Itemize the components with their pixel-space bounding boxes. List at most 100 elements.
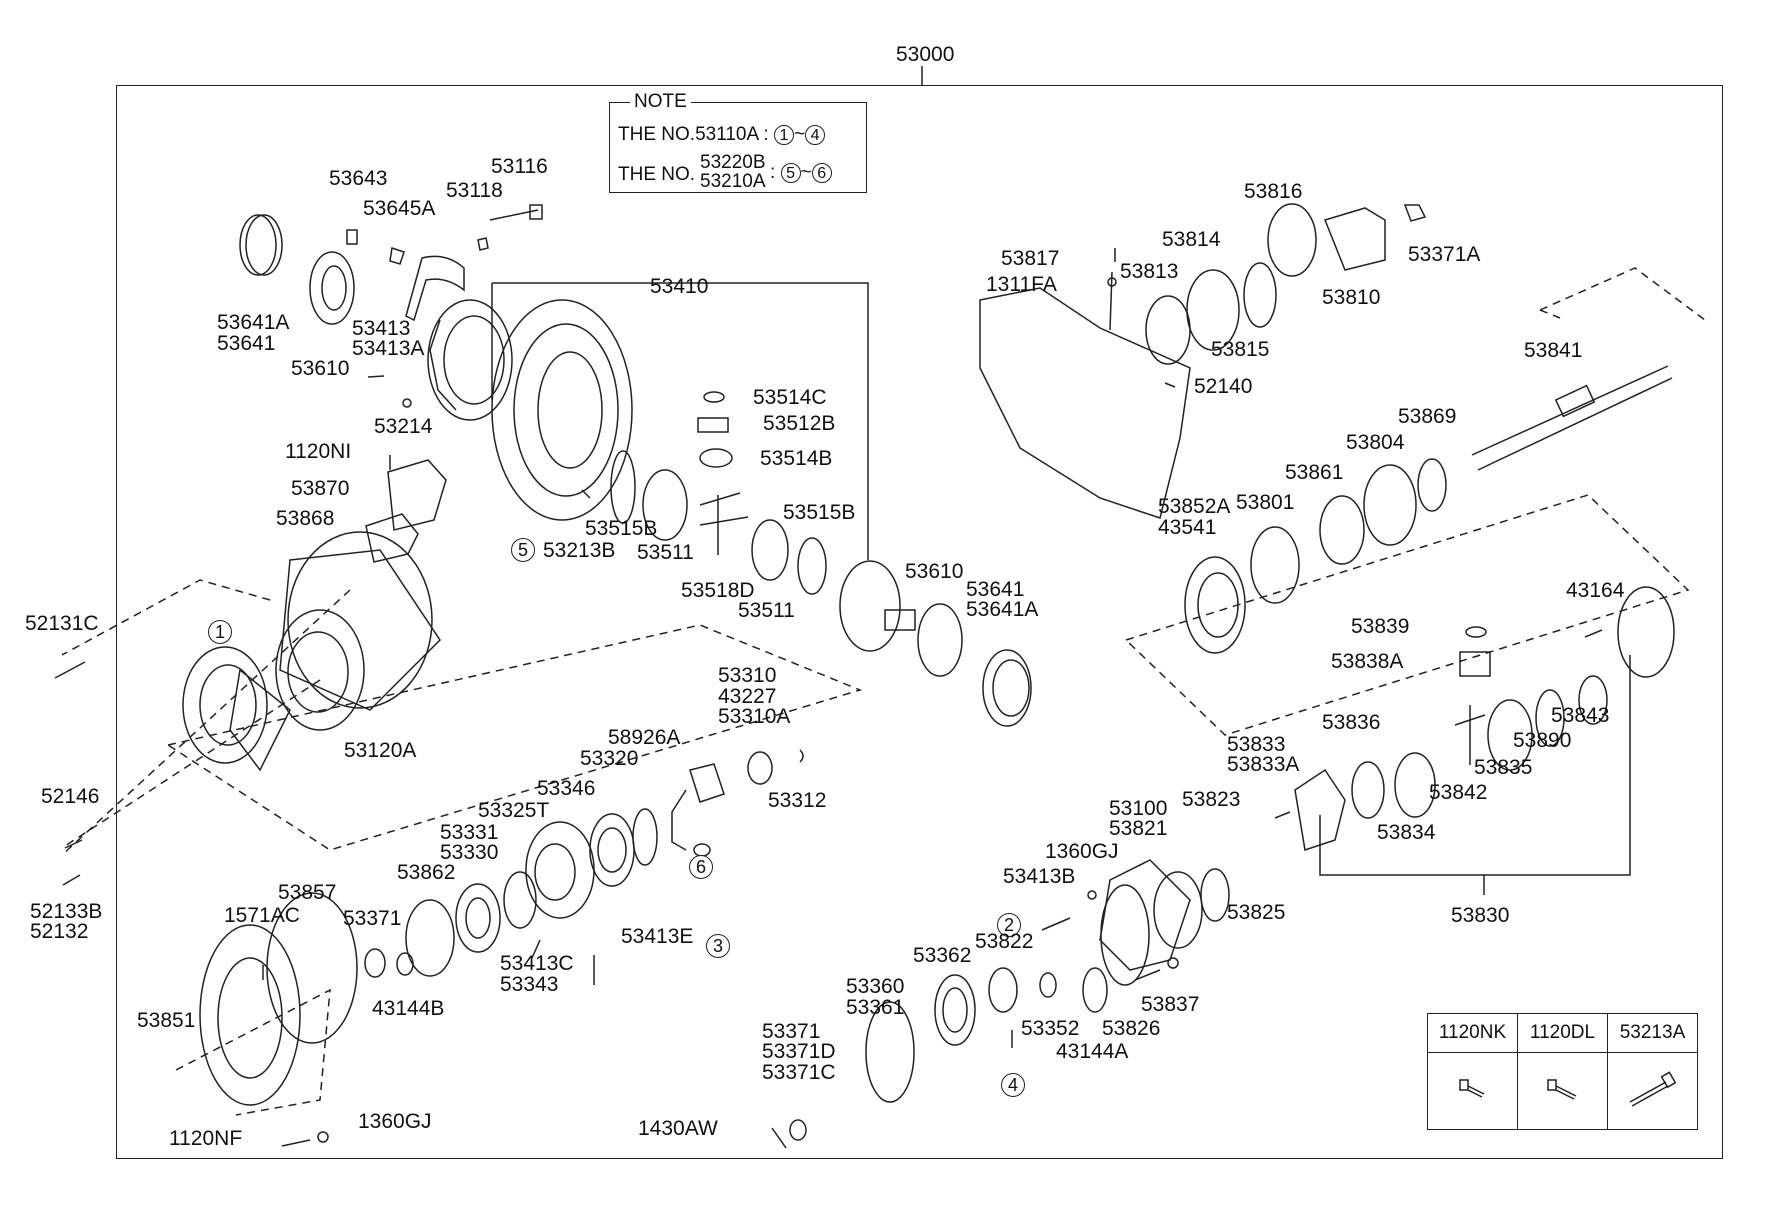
part-label[interactable]: 53515B	[585, 517, 658, 540]
part-label[interactable]: 1360GJ	[358, 1110, 432, 1133]
part-label[interactable]: 53610	[291, 357, 350, 380]
part-label[interactable]: 53515B	[783, 501, 856, 524]
part-label[interactable]: 53514C	[753, 386, 827, 409]
part-label[interactable]: 53861	[1285, 461, 1344, 484]
part-label[interactable]: 53213B	[543, 539, 616, 562]
part-label[interactable]: 53841	[1524, 339, 1583, 362]
part-label[interactable]: 52131C	[25, 612, 99, 635]
part-label[interactable]: 53645A	[363, 197, 436, 220]
part-label[interactable]: 53511	[637, 541, 694, 564]
part-label[interactable]: 1360GJ	[1045, 840, 1119, 863]
part-label[interactable]: 43227	[718, 685, 777, 708]
part-label[interactable]: 53815	[1211, 338, 1270, 361]
part-label[interactable]: 53822	[975, 930, 1034, 953]
part-label[interactable]: 53833	[1227, 733, 1286, 756]
note-row-2-part-b[interactable]: 53210A	[700, 171, 766, 192]
part-label[interactable]: 58926A	[608, 726, 681, 749]
part-label[interactable]: 53801	[1236, 491, 1295, 514]
part-label[interactable]: 53821	[1109, 817, 1168, 840]
part-label[interactable]: 53118	[446, 179, 503, 202]
part-label[interactable]: 53870	[291, 477, 350, 500]
part-label[interactable]: 1430AW	[638, 1117, 718, 1140]
part-label[interactable]: 53310	[718, 664, 777, 687]
part-label[interactable]: 53641A	[966, 598, 1039, 621]
part-label[interactable]: 52146	[41, 785, 100, 808]
part-label[interactable]: 53371A	[1408, 243, 1481, 266]
legend-col-53213A[interactable]: 53213A	[1608, 1014, 1697, 1129]
part-label[interactable]: 53823	[1182, 788, 1241, 811]
legend-col-1120DL[interactable]: 1120DL	[1518, 1014, 1608, 1129]
part-label[interactable]: 53862	[397, 861, 456, 884]
part-label[interactable]: 53325T	[478, 799, 550, 822]
part-label[interactable]: 53346	[537, 777, 596, 800]
part-label[interactable]: 53410	[650, 275, 709, 298]
part-label[interactable]: 53320	[580, 747, 639, 770]
part-label[interactable]: 53512B	[763, 412, 836, 435]
part-label[interactable]: 53641	[217, 332, 276, 355]
part-label[interactable]: 53310A	[718, 705, 791, 728]
part-label[interactable]: 53514B	[760, 447, 833, 470]
part-label[interactable]: 53116	[491, 155, 548, 178]
part-label[interactable]: 43164	[1566, 579, 1625, 602]
part-label[interactable]: 1571AC	[224, 904, 300, 927]
part-label[interactable]: 1120NI	[285, 440, 352, 463]
part-label[interactable]: 53839	[1351, 615, 1410, 638]
part-label[interactable]: 53610	[905, 560, 964, 583]
part-label[interactable]: 53371	[343, 907, 402, 930]
part-label[interactable]: 53890	[1513, 729, 1572, 752]
part-label[interactable]: 43144B	[372, 997, 445, 1020]
part-label[interactable]: 52132	[30, 920, 89, 943]
part-label[interactable]: 53825	[1227, 901, 1286, 924]
part-label[interactable]: 53312	[768, 789, 827, 812]
part-label[interactable]: 53518D	[681, 579, 755, 602]
part-label[interactable]: 53413C	[500, 952, 574, 975]
legend-col-1120NK[interactable]: 1120NK	[1428, 1014, 1518, 1129]
part-label[interactable]: 53834	[1377, 821, 1436, 844]
part-label[interactable]: 53813	[1120, 260, 1179, 283]
part-label[interactable]: 43541	[1158, 516, 1217, 539]
part-label[interactable]: 53413E	[621, 925, 694, 948]
part-label[interactable]: 53838A	[1331, 650, 1404, 673]
part-label[interactable]: 53371D	[762, 1040, 836, 1063]
part-label[interactable]: 1311FA	[986, 273, 1057, 296]
part-label[interactable]: 1120NF	[169, 1127, 243, 1150]
part-label[interactable]: 53836	[1322, 711, 1381, 734]
note-row-2-part-a[interactable]: 53220B	[700, 152, 766, 173]
part-label[interactable]: 53371C	[762, 1061, 836, 1084]
part-label[interactable]: 53343	[500, 973, 559, 996]
part-label[interactable]: 53100	[1109, 797, 1168, 820]
part-label[interactable]: 53869	[1398, 405, 1457, 428]
part-label[interactable]: 53331	[440, 821, 499, 844]
part-label[interactable]: 53842	[1429, 781, 1488, 804]
part-label[interactable]: 53352	[1021, 1017, 1080, 1040]
part-label[interactable]: 53214	[374, 415, 433, 438]
part-label[interactable]: 43144A	[1056, 1040, 1129, 1063]
part-label[interactable]: 53851	[137, 1009, 196, 1032]
part-label[interactable]: 53816	[1244, 180, 1303, 203]
part-label[interactable]: 53810	[1322, 286, 1381, 309]
assembly-number[interactable]: 53000	[896, 43, 955, 66]
part-label[interactable]: 52133B	[30, 900, 103, 923]
part-label[interactable]: 53837	[1141, 993, 1200, 1016]
part-label[interactable]: 53360	[846, 975, 905, 998]
part-label[interactable]: 53413	[352, 317, 411, 340]
part-label[interactable]: 53511	[738, 599, 795, 622]
part-label[interactable]: 53330	[440, 841, 499, 864]
part-label[interactable]: 53361	[846, 996, 905, 1019]
part-label[interactable]: 52140	[1194, 375, 1253, 398]
part-label[interactable]: 53852A	[1158, 495, 1231, 518]
part-label[interactable]: 53843	[1551, 704, 1610, 727]
part-label[interactable]: 53120A	[344, 739, 417, 762]
part-label[interactable]: 53413A	[352, 337, 425, 360]
part-label[interactable]: 53804	[1346, 431, 1405, 454]
part-label[interactable]: 53826	[1102, 1017, 1161, 1040]
part-label[interactable]: 53835	[1474, 756, 1533, 779]
part-label[interactable]: 53643	[329, 167, 388, 190]
part-label[interactable]: 53868	[276, 507, 335, 530]
part-label[interactable]: 53641A	[217, 311, 290, 334]
part-label[interactable]: 53830	[1451, 904, 1510, 927]
part-label[interactable]: 53857	[278, 881, 337, 904]
part-label[interactable]: 53833A	[1227, 753, 1300, 776]
part-label[interactable]: 53814	[1162, 228, 1221, 251]
note-row-1-part[interactable]: 53110A	[695, 124, 759, 146]
